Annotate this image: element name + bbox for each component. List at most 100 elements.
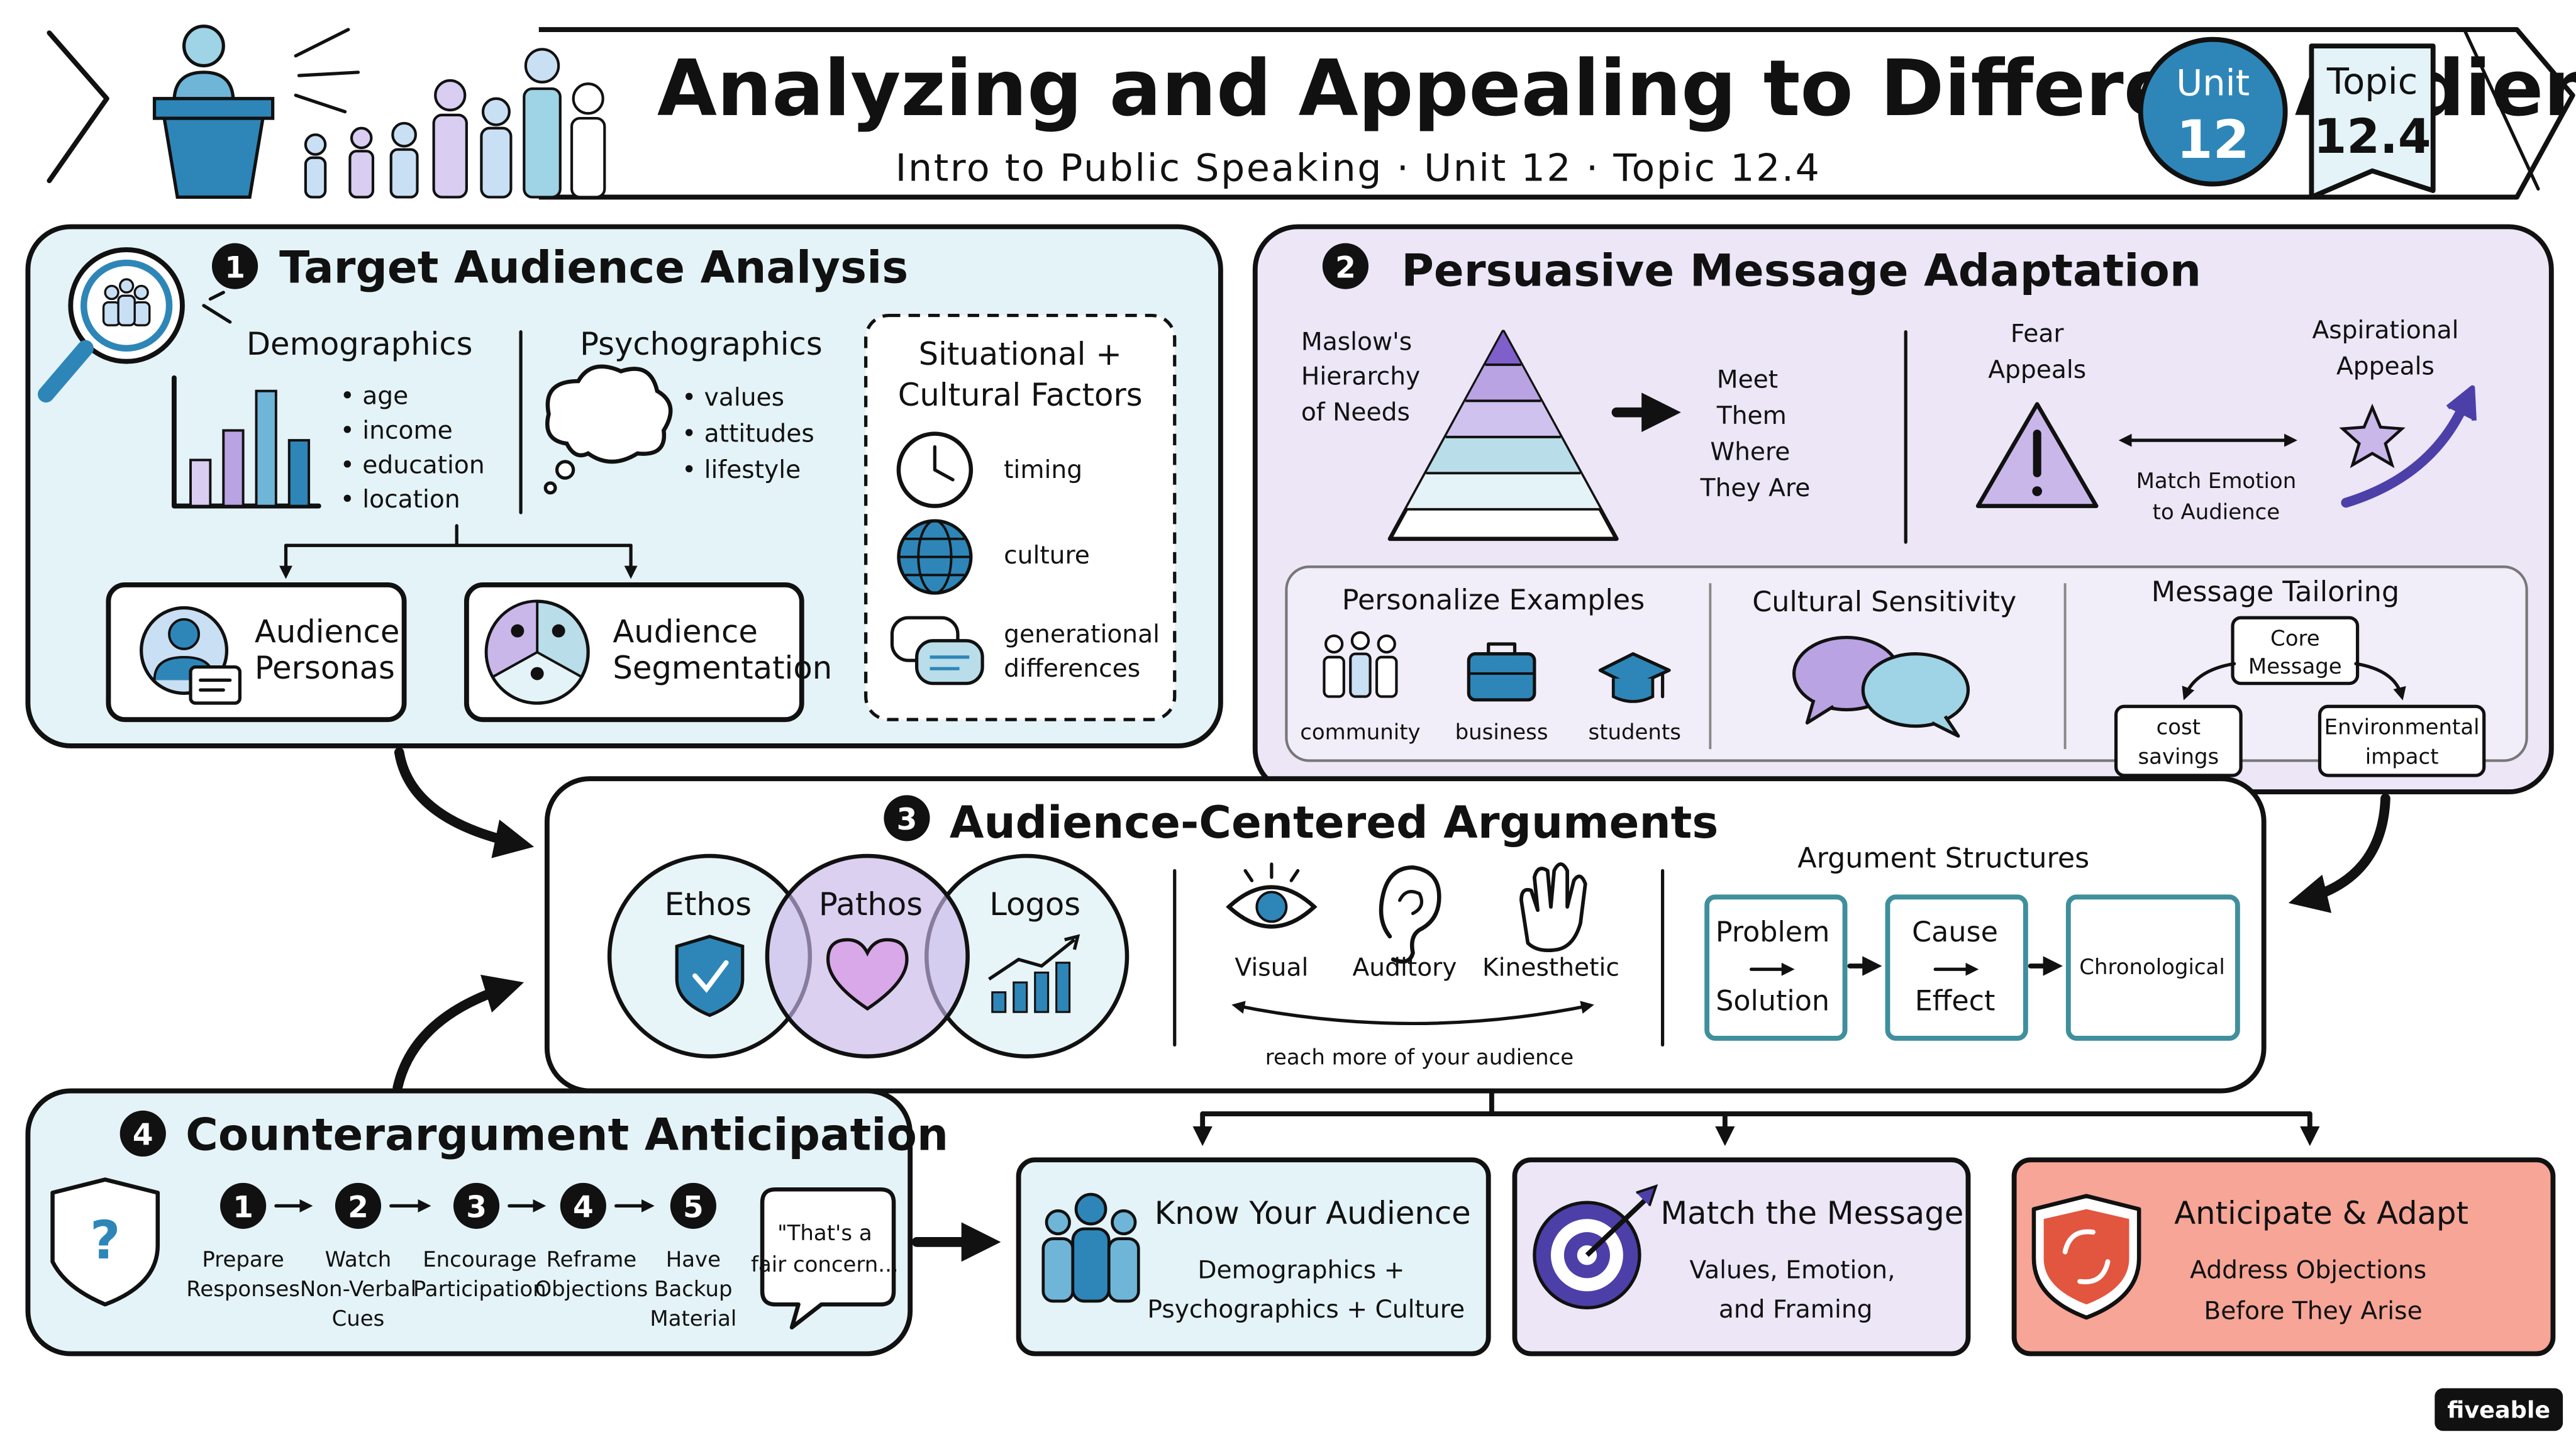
tailoring-option-label: Environmental [2324, 715, 2480, 740]
outcome-anticipate-adapt: Anticipate & Adapt Address Objections Be… [2011, 1157, 2556, 1357]
connector [284, 524, 633, 547]
step-label: Reframe [547, 1247, 637, 1272]
outcome-know-your-audience: Know Your Audience Demographics + Psycho… [1016, 1157, 1491, 1357]
aspirational-appeals-label: Aspirational [2312, 316, 2458, 345]
speaker-audience-icon [152, 25, 606, 199]
step-label: Material [650, 1306, 736, 1331]
demographics-item: • age [340, 382, 409, 411]
unit-label: Unit [2176, 62, 2250, 104]
outcome-line: Demographics + [1197, 1256, 1404, 1284]
meet-label: Them [1716, 402, 1787, 430]
step-label: Watch [325, 1247, 392, 1272]
situational-item: differences [1004, 655, 1140, 683]
personas-label: Audience [255, 613, 400, 650]
psychographics-item: • values [682, 384, 784, 412]
topic-label: Topic [2326, 60, 2418, 103]
learning-styles: Visual Auditory Kinesthetic reach more o… [1226, 862, 1619, 1070]
step-label: Non-Verbal [300, 1277, 416, 1302]
meet-label: Where [1710, 438, 1790, 466]
situational-item: culture [1004, 541, 1090, 570]
example-label: business [1455, 720, 1548, 745]
structure-top-label: Chronological [2079, 955, 2225, 980]
warning-icon [1975, 402, 2099, 508]
step: 3 Encourage Participation [413, 1182, 547, 1302]
situational-cultural-factors: Situational + Cultural Factors timing cu… [864, 313, 1177, 721]
psychographics-title: Psychographics [580, 326, 823, 362]
step-number: 3 [466, 1191, 487, 1225]
message-tailoring-title: Message Tailoring [2151, 576, 2399, 608]
psychographics-item: • attitudes [682, 420, 814, 448]
step-label: Have [666, 1247, 721, 1272]
fiveable-logo: fiveable [2434, 1388, 2563, 1431]
section-counterargument-anticipation: 4 Counterargument Anticipation ? 1 Prepa… [25, 1088, 948, 1357]
s2-title: Persuasive Message Adaptation [1401, 245, 2201, 297]
learning-style-label: Kinesthetic [1482, 954, 1619, 982]
outcome-line: Values, Emotion, [1689, 1256, 1895, 1284]
counterargument-steps: 1 Prepare Responses 2 Watch Non-Verbal C… [186, 1182, 736, 1331]
core-message-label: Message [2248, 654, 2342, 679]
learning-style-label: Auditory [1352, 954, 1457, 982]
rising-star-icon [2339, 385, 2477, 508]
demographics: Demographics • age • income • education … [171, 326, 485, 514]
section-target-audience-analysis: 1 Target Audience Analysis Demographics … [25, 224, 1223, 748]
s4-title: Counterargument Anticipation [186, 1109, 948, 1161]
structure-bottom-label: Solution [1716, 985, 1829, 1018]
step-label: Encourage [423, 1247, 536, 1272]
rhetorical-appeals-venn: Ethos Pathos Logos [607, 853, 1130, 1058]
s2-number: 2 [1335, 250, 1356, 285]
match-emotion-label: Match Emotion [2136, 469, 2297, 494]
outcome-title: Match the Message [1660, 1195, 1963, 1231]
pathos-label: Pathos [819, 886, 923, 923]
outcome-match-the-message: Match the Message Values, Emotion, and F… [1512, 1157, 1971, 1357]
ear-icon [1379, 865, 1441, 964]
eye-icon [1226, 862, 1318, 929]
segmentation-label: Segmentation [613, 650, 832, 686]
demographics-title: Demographics [247, 326, 473, 362]
section-persuasive-message-adaptation: 2 Persuasive Message Adaptation Maslow's… [1252, 224, 2554, 795]
demographics-item: • location [340, 486, 460, 514]
hand-icon [1519, 862, 1587, 953]
audience-segmentation-card: Audience Segmentation [464, 582, 832, 723]
psychographics-item: • lifestyle [682, 456, 801, 484]
personas-label: Personas [255, 650, 395, 686]
unit-number: 12 [2177, 109, 2250, 170]
chat-bubbles-icon [890, 616, 984, 686]
aspirational-appeals-label: Appeals [2336, 353, 2434, 381]
step-number: 4 [573, 1191, 594, 1225]
step-label: Objections [535, 1277, 648, 1302]
topic-number: 12.4 [2314, 109, 2431, 164]
cause-effect-box: Cause Effect [1885, 894, 2028, 1041]
header-ribbon [47, 27, 2575, 200]
outcome-title: Know Your Audience [1155, 1195, 1471, 1231]
maslow-pyramid-icon [1387, 330, 1619, 541]
situational-title: Cultural Factors [898, 377, 1143, 413]
structure-top-label: Cause [1912, 916, 1998, 948]
audience-personas-card: Audience Personas [106, 582, 407, 723]
core-message-label: Core [2270, 626, 2320, 652]
bar-chart-icon [171, 375, 321, 509]
quote-text: fair concern... [751, 1252, 899, 1277]
graduation-cap-icon [1598, 652, 1671, 703]
outcome-line: Address Objections [2190, 1256, 2426, 1284]
community-icon [1323, 631, 1398, 698]
page-title: Analyzing and Appealing to Different Aud… [657, 43, 2576, 133]
outcome-line: Psychographics + Culture [1147, 1296, 1465, 1324]
people-group-icon [1041, 1192, 1140, 1303]
structure-bottom-label: Effect [1915, 985, 1996, 1018]
clock-icon [896, 431, 974, 508]
learning-style-label: Visual [1235, 954, 1308, 982]
s1-number: 1 [225, 250, 245, 285]
maslow-label: Maslow's [1301, 328, 1412, 356]
tailoring-option-label: cost [2157, 715, 2201, 740]
step-number: 5 [683, 1191, 704, 1225]
section-audience-centered-arguments: 3 Audience-Centered Arguments Ethos Path… [544, 776, 2267, 1094]
speech-bubbles-icon [1792, 635, 1970, 738]
s3-title: Audience-Centered Arguments [950, 797, 1718, 848]
demographics-item: • education [340, 451, 485, 479]
shield-refresh-icon [2031, 1194, 2141, 1320]
double-arrow [1231, 1001, 1594, 1026]
fear-appeals-label: Appeals [1988, 356, 2086, 384]
example-label: students [1588, 720, 1680, 745]
svg-text:?: ? [90, 1209, 120, 1271]
